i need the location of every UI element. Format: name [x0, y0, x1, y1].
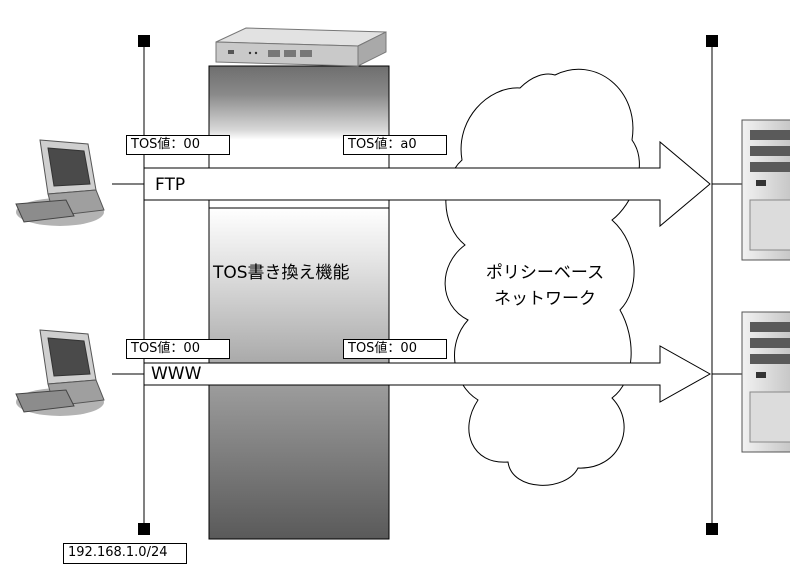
- tos-ftp-out-label: TOS値：a0: [343, 135, 447, 155]
- tos-www-in-label: TOS値：00: [126, 339, 230, 359]
- subnet-label: 192.168.1.0/24: [63, 543, 187, 564]
- www-flow-label: WWW: [151, 364, 202, 384]
- segment-terminator-icon: [138, 35, 150, 47]
- ftp-flow-arrow: [143, 140, 711, 228]
- segment-terminator-icon: [706, 523, 718, 535]
- segment-terminator-icon: [138, 523, 150, 535]
- desktop-pc-icon: [15, 329, 105, 416]
- network-label-line2: ネットワーク: [494, 289, 596, 309]
- ftp-flow-label: FTP: [155, 175, 186, 195]
- tos-www-out-label: TOS値：00: [343, 339, 447, 359]
- segment-terminator-icon: [706, 35, 718, 47]
- tower-server-icon: [741, 311, 790, 453]
- tower-server-icon: [741, 119, 790, 261]
- router-function-label: TOS書き換え機能: [213, 263, 350, 283]
- network-label: ポリシーベース ネットワーク: [470, 260, 620, 312]
- router-icon: [215, 27, 387, 67]
- tos-ftp-in-label: TOS値：00: [126, 135, 230, 155]
- network-label-line1: ポリシーベース: [485, 263, 605, 283]
- desktop-pc-icon: [15, 139, 105, 226]
- www-flow-arrow: [143, 345, 712, 403]
